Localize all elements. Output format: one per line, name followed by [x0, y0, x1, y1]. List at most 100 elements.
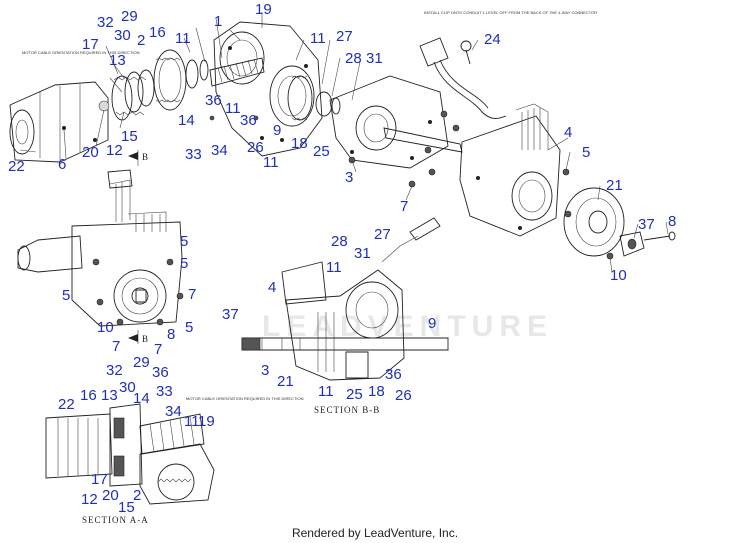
callout-label: 11: [318, 383, 334, 400]
callout-label: 11: [326, 259, 342, 276]
callout-label: 8: [668, 213, 676, 230]
callout-label: 13: [101, 387, 118, 404]
callout-label: 29: [121, 8, 138, 25]
callout-label: 4: [268, 279, 276, 296]
callout-label: 31: [354, 245, 371, 262]
callout-label: 36: [385, 366, 402, 383]
callout-label: 9: [428, 315, 436, 332]
callout-label: 22: [8, 158, 25, 175]
callout-label: 34: [165, 403, 182, 420]
callout-label: 25: [313, 143, 330, 160]
callout-label: 17: [82, 36, 99, 53]
callout-label: 13: [109, 52, 126, 69]
wiring-harness-exploded: [419, 37, 507, 119]
callout-label: 10: [97, 319, 114, 336]
connector-clip-note: INSTALL CLIP ONTO CONDUIT 1 LEVEL OFF FR…: [424, 10, 597, 15]
callout-label: 15: [118, 499, 135, 516]
footer-credit: Rendered by LeadVenture, Inc.: [291, 526, 459, 540]
output-housing-exploded: [329, 75, 463, 169]
flange-washer-exploded: [563, 187, 676, 260]
watermark: LEADVENTURE: [262, 310, 554, 343]
gear-exploded: [287, 75, 341, 121]
callout-label: 8: [167, 326, 175, 343]
worm-shaft-exploded: [209, 57, 265, 87]
planetary-gears-exploded: [111, 49, 209, 121]
motor-orientation-note: MOTOR CABLE ORIENTATION REQUIRED IN THIS…: [22, 50, 140, 55]
callout-label: 19: [198, 413, 215, 430]
callout-label: 36: [240, 112, 257, 129]
callout-label: 5: [62, 287, 70, 304]
callout-label: 5: [180, 255, 188, 272]
assembly-side-view: [17, 150, 184, 344]
callout-label: 28: [345, 50, 362, 67]
callout-label: 34: [211, 142, 228, 159]
callout-label: 16: [80, 387, 97, 404]
callout-label: 33: [156, 383, 173, 400]
callout-label: 6: [58, 156, 66, 173]
callout-label: 26: [395, 387, 412, 404]
callout-label: 19: [255, 1, 272, 18]
callout-label: 18: [368, 383, 385, 400]
callout-label: 36: [205, 92, 222, 109]
callout-label: 26: [247, 139, 264, 156]
callout-label: 12: [106, 142, 123, 159]
housing-exploded: [213, 21, 323, 157]
callout-label: 14: [133, 390, 150, 407]
callout-label: 5: [180, 233, 188, 250]
section-mark-b-bottom: B: [142, 334, 149, 344]
callout-label: 14: [178, 112, 195, 129]
callout-label: 11: [310, 30, 326, 47]
callout-label: 29: [133, 354, 150, 371]
callout-label: 17: [91, 471, 108, 488]
callout-label: 30: [114, 27, 131, 44]
callout-label: 27: [336, 28, 353, 45]
callout-label: 30: [119, 379, 136, 396]
callout-label: 20: [82, 144, 99, 161]
callout-label: 7: [112, 338, 120, 355]
motor-orientation-note-aa: MOTOR CABLE ORIENTATION REQUIRED IN THIS…: [186, 396, 304, 401]
callout-label: 12: [81, 491, 98, 508]
callout-label: 36: [152, 364, 169, 381]
callout-label: 10: [610, 267, 627, 284]
callout-label: 25: [346, 386, 363, 403]
callout-label: 18: [291, 135, 308, 152]
callout-label: 11: [175, 30, 191, 47]
callout-label: 22: [58, 396, 75, 413]
callout-label: 5: [185, 319, 193, 336]
callout-label: 21: [606, 177, 623, 194]
callout-label: 33: [185, 146, 202, 163]
callout-label: 21: [277, 373, 294, 390]
callout-label: 3: [261, 362, 269, 379]
callout-label: 32: [97, 14, 114, 31]
callout-label: 7: [154, 341, 162, 358]
section-aa-view: [45, 403, 215, 505]
callout-label: 11: [263, 154, 279, 171]
section-bb-view: [241, 217, 449, 381]
callout-label: 27: [374, 226, 391, 243]
leader-lines-exploded: [19, 12, 669, 273]
control-module-exploded: [459, 103, 561, 237]
callout-label: 1: [214, 13, 222, 30]
callout-label: 37: [222, 306, 239, 323]
callout-label: 32: [106, 362, 123, 379]
callout-label: 2: [137, 32, 145, 49]
callout-label: 4: [564, 124, 572, 141]
callout-label: 11: [184, 413, 200, 430]
callout-label: 2: [133, 487, 141, 504]
callout-label: 24: [484, 31, 501, 48]
callout-label: 5: [582, 144, 590, 161]
callout-label: 15: [121, 128, 138, 145]
section-bb-title: SECTION B-B: [314, 405, 380, 415]
callout-label: 16: [149, 24, 166, 41]
callout-label: 3: [345, 169, 353, 186]
callout-label: 37: [638, 216, 655, 233]
callouts: 19 32 29 30 2 16 1 11 17 13 11 27 28 31 …: [8, 1, 676, 516]
callout-label: 7: [188, 286, 196, 303]
callout-label: 9: [273, 122, 281, 139]
section-mark-b-top: B: [142, 152, 149, 162]
callout-label: 20: [102, 487, 119, 504]
callout-label: 31: [366, 50, 383, 67]
section-aa-title: SECTION A-A: [82, 515, 149, 525]
callout-label: 7: [400, 198, 408, 215]
